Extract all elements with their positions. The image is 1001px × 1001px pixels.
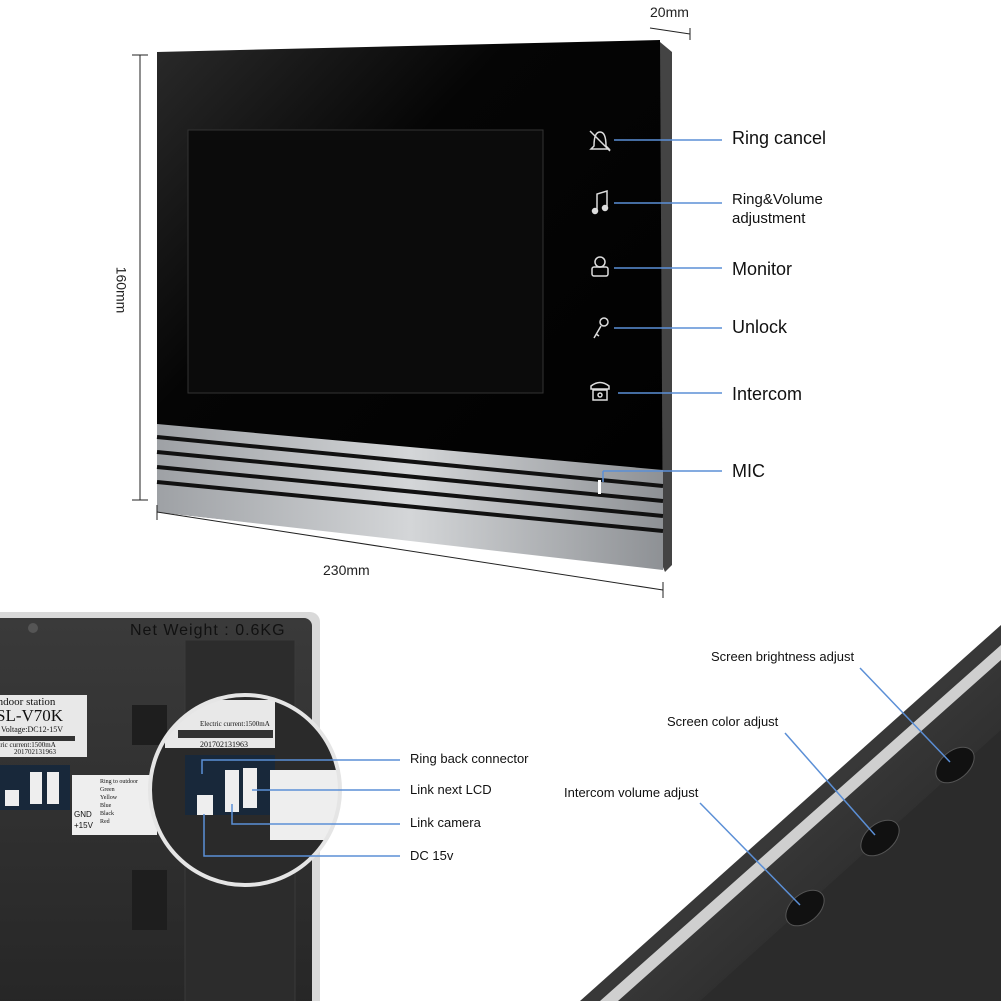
width-dimension: 230mm — [323, 562, 370, 578]
sticker-model: SL-V70K — [0, 706, 64, 725]
label-link-next-lcd: Link next LCD — [410, 782, 492, 797]
label-screen-color: Screen color adjust — [667, 714, 779, 729]
dimension-lines — [132, 27, 691, 598]
net-weight: Net Weight : 0.6KG — [130, 622, 286, 639]
label-intercom: Intercom — [732, 384, 803, 404]
mic-icon — [598, 480, 601, 494]
label-screen-brightness: Screen brightness adjust — [711, 649, 855, 664]
wire-label-15v: +15V — [74, 821, 93, 830]
keys-icon — [593, 317, 609, 339]
magnified-current: Electric current:1500mA — [200, 720, 270, 728]
monitor-side-edge — [660, 42, 672, 572]
telephone-icon — [590, 381, 610, 401]
bell-off-icon — [589, 130, 611, 152]
label-link-camera: Link camera — [410, 815, 481, 830]
wire-label-gnd: GND — [74, 810, 92, 819]
sticker-current: Electric current:1500mA — [0, 741, 56, 749]
label-intercom-volume: Intercom volume adjust — [564, 785, 699, 800]
strip-grooves — [156, 435, 664, 533]
wiring-label — [72, 775, 157, 835]
magnifier-circle — [150, 695, 340, 885]
sticker-serial: 201702131963 — [14, 748, 56, 756]
depth-dimension: 20mm — [650, 4, 689, 20]
person-monitor-icon — [591, 256, 609, 277]
label-unlock: Unlock — [732, 317, 788, 337]
silver-strip — [157, 424, 663, 570]
back-callout-lines — [201, 759, 400, 857]
label-ring-volume: Ring&Volume — [732, 191, 823, 208]
sticker-voltage: Voltage:DC12-15V — [1, 725, 64, 734]
magnified-serial: 201702131963 — [200, 740, 248, 749]
label-monitor: Monitor — [732, 259, 793, 279]
front-callout-lines — [602, 139, 722, 482]
label-dc-15v: DC 15v — [410, 848, 454, 863]
model-sticker — [0, 695, 87, 757]
height-dimension: 160mm — [113, 266, 130, 314]
music-note-icon — [591, 189, 609, 215]
label-ring-volume-2: adjustment — [732, 210, 806, 227]
wiring-label-text: Ring to outdoor Green Yellow Blue Black … — [100, 779, 139, 825]
sticker-title: Indoor station — [0, 696, 56, 708]
label-ring-cancel: Ring cancel — [732, 128, 827, 148]
lcd-screen — [187, 129, 544, 394]
side-callout-lines — [699, 667, 951, 906]
label-ring-back-connector: Ring back connector — [410, 751, 529, 766]
label-mic: MIC — [732, 461, 765, 481]
